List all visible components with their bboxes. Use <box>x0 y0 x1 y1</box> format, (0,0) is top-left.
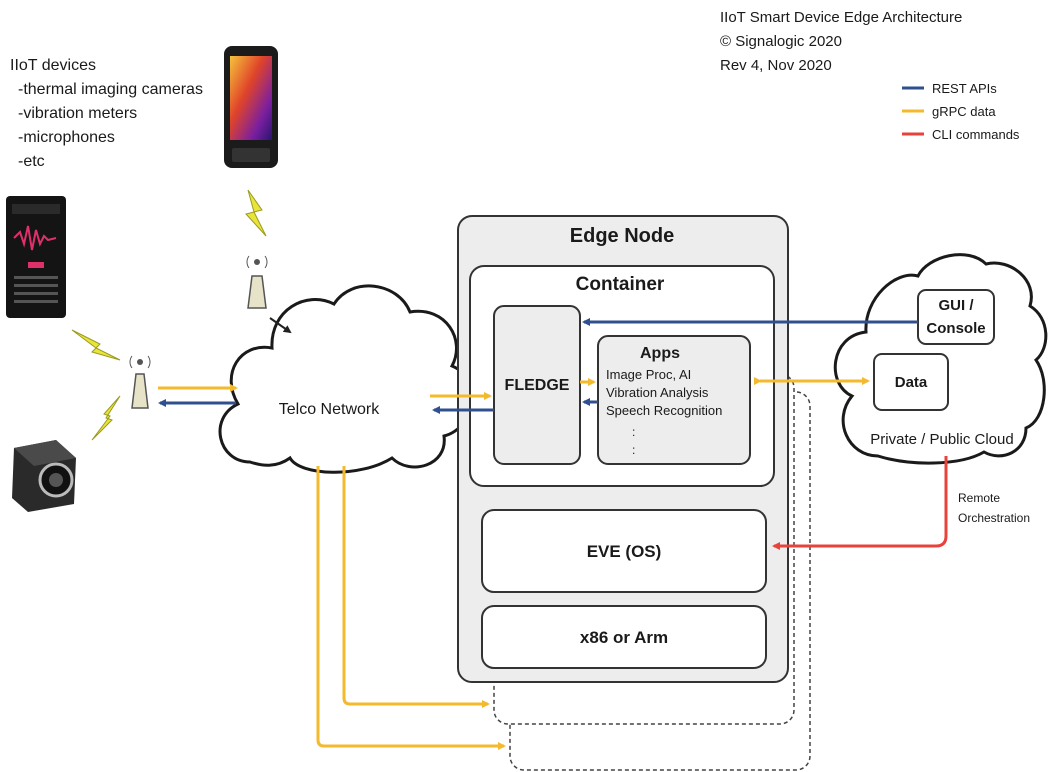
cli-arrow <box>772 456 948 550</box>
cloud-data-label: Data <box>895 374 928 391</box>
gui-console-box <box>917 289 995 345</box>
apps-item: Speech Recognition <box>606 403 722 418</box>
fledge-label: FLEDGE <box>505 377 570 394</box>
telco-network-label: Telco Network <box>279 401 380 418</box>
device-item: -thermal imaging cameras <box>18 81 203 98</box>
antenna-icon <box>246 255 268 309</box>
legend-label-cli: CLI commands <box>932 127 1020 142</box>
cloud-data-box <box>873 353 949 411</box>
vibration-meter-icon <box>6 196 66 318</box>
device-item: -microphones <box>18 129 115 146</box>
thermal-camera-phone-icon <box>224 46 278 168</box>
cloud-label: Private / Public Cloud <box>870 431 1013 448</box>
edge-node-label: Edge Node <box>570 225 674 247</box>
antenna-icon <box>129 355 151 409</box>
gui-label: GUI / <box>938 297 974 314</box>
orchestration-label: Remote <box>958 491 1000 505</box>
device-item: -etc <box>18 153 45 170</box>
apps-box <box>597 335 751 465</box>
console-label: Console <box>926 320 985 337</box>
diagram-title: IIoT Smart Device Edge Architecture <box>720 9 962 26</box>
wireless-link-icon <box>71 189 267 441</box>
legend: REST APIs gRPC data CLI commands <box>902 81 1020 142</box>
devices-heading: IIoT devices <box>10 57 96 74</box>
apps-label: Apps <box>640 345 680 362</box>
camera-icon <box>12 440 76 512</box>
apps-item: Vibration Analysis <box>606 385 709 400</box>
eve-os-label: EVE (OS) <box>587 542 662 561</box>
apps-ellipsis: : <box>632 443 635 457</box>
grpc-arrow <box>342 466 490 708</box>
hardware-box <box>481 605 767 669</box>
eve-os-box <box>481 509 767 593</box>
hardware-label: x86 or Arm <box>580 628 668 647</box>
antenna-link-arrow <box>269 317 292 334</box>
apps-ellipsis: : <box>632 425 635 439</box>
orchestration-label: Orchestration <box>958 511 1030 525</box>
legend-label-rest: REST APIs <box>932 81 997 96</box>
apps-item: Image Proc, AI <box>606 367 691 382</box>
revision: Rev 4, Nov 2020 <box>720 57 832 74</box>
legend-label-grpc: gRPC data <box>932 104 996 119</box>
device-item: -vibration meters <box>18 105 137 122</box>
grpc-arrow <box>316 466 506 750</box>
container-label: Container <box>576 274 665 295</box>
telco-network-cloud <box>218 284 474 474</box>
copyright: © Signalogic 2020 <box>720 33 842 50</box>
fledge-box <box>493 305 581 465</box>
